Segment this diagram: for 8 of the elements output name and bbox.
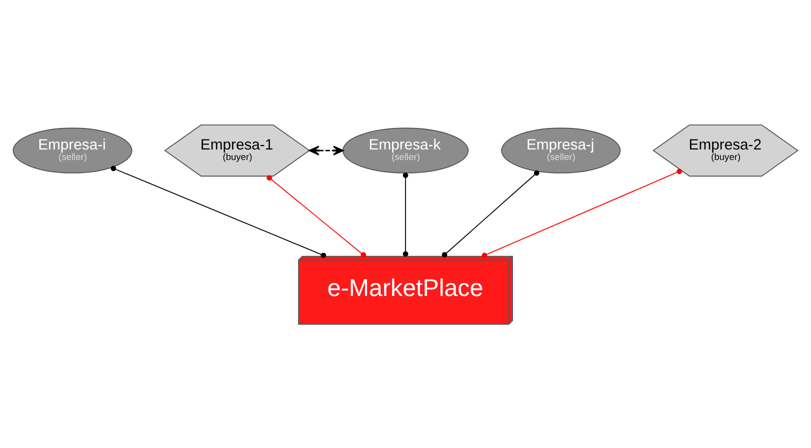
node-ellipse: Empresa-j (seller) [501,127,621,173]
arrow [308,145,344,155]
connector [482,168,682,258]
connector [266,174,366,258]
connector [402,172,408,256]
connector [110,165,326,258]
connector [442,170,540,257]
node-ellipse: Empresa-k (seller) [342,127,469,173]
